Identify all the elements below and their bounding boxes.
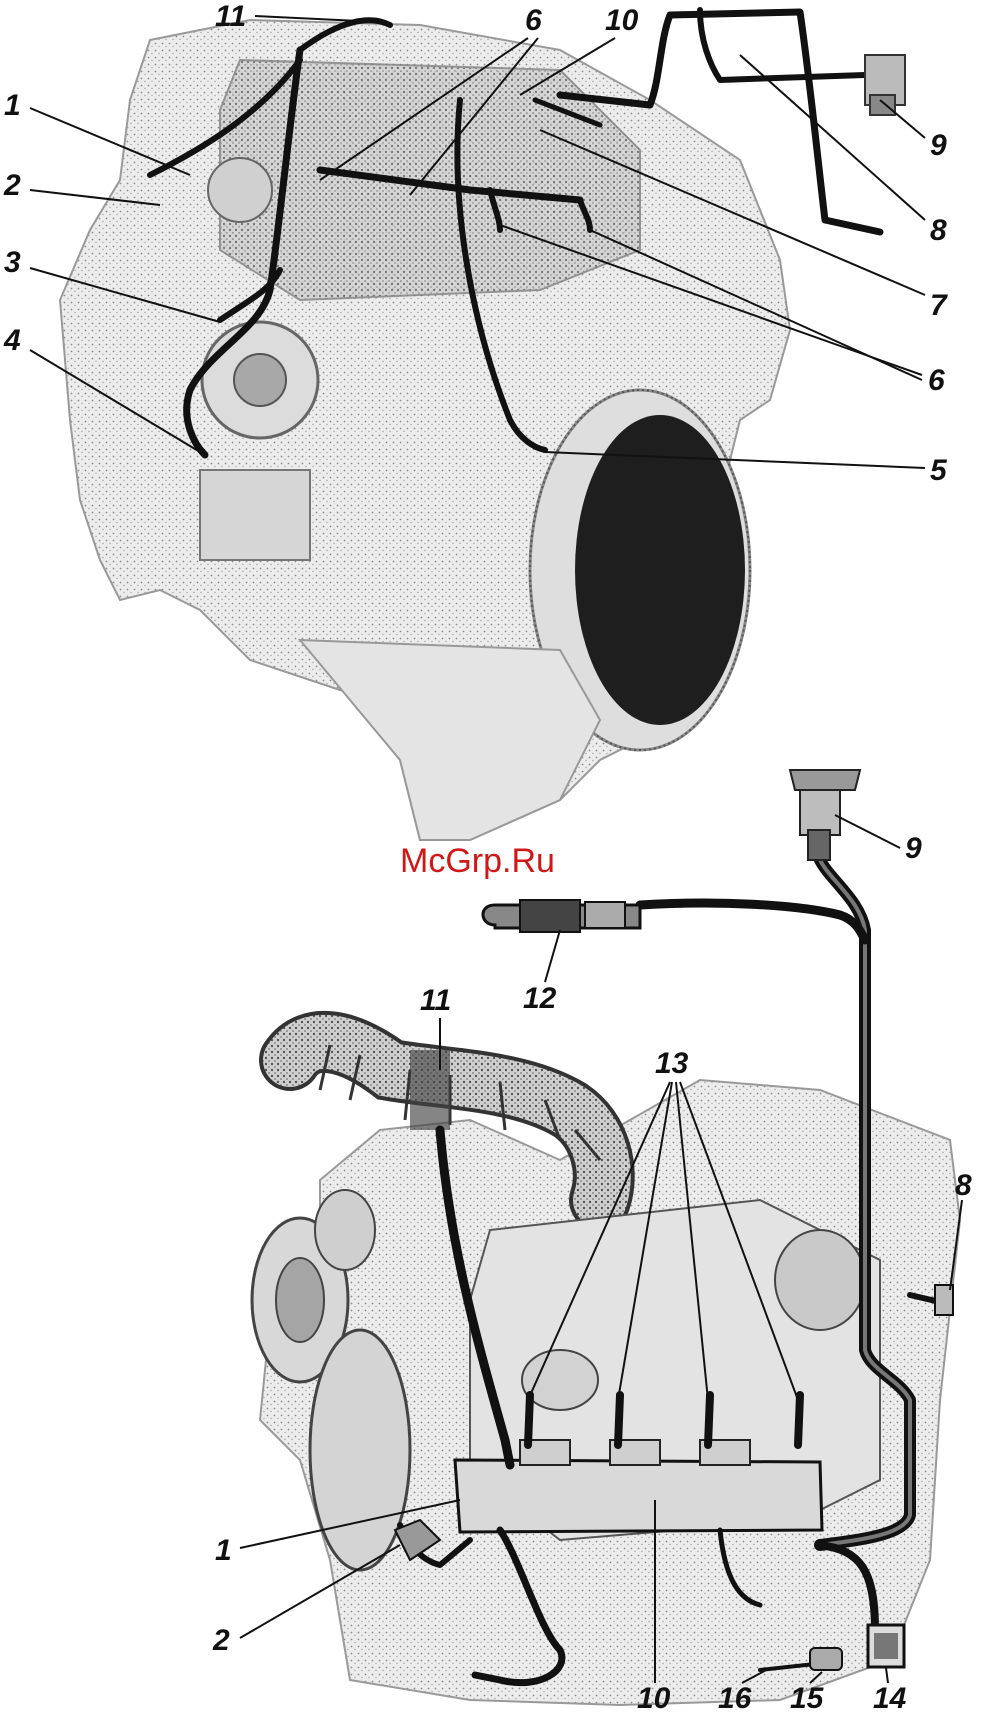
callout-top-9: 9 — [880, 100, 947, 162]
callout-label: 11 — [215, 0, 246, 33]
watermark-text: McGrp.Ru — [400, 842, 555, 880]
callout-label: 10 — [637, 1682, 671, 1713]
bracket-top — [200, 470, 310, 560]
callout-label: 7 — [930, 289, 948, 322]
callout-bottom-12: 12 — [523, 930, 560, 1015]
connector-14 — [868, 1625, 904, 1667]
callout-label: 5 — [930, 454, 948, 487]
callout-label: 1 — [215, 1534, 232, 1567]
callout-label: 3 — [4, 246, 21, 279]
callout-label: 16 — [718, 1682, 752, 1713]
callout-label: 14 — [873, 1682, 907, 1713]
callout-label: 4 — [3, 324, 21, 357]
bottom-engine-view — [252, 770, 960, 1705]
callout-label: 15 — [790, 1682, 825, 1713]
callout-label: 6 — [928, 364, 945, 397]
callout-label: 9 — [905, 832, 922, 865]
callout-top-8: 8 — [740, 55, 947, 247]
callout-label: 6 — [525, 4, 542, 37]
component-15 — [810, 1648, 842, 1670]
sensor-12-probe — [483, 900, 640, 932]
sensor-9-top — [865, 55, 905, 115]
top-engine-view — [60, 10, 905, 840]
callout-bottom-9: 9 — [835, 815, 922, 865]
callout-label: 1 — [4, 89, 21, 122]
callout-label: 10 — [605, 4, 639, 37]
callout-label: 2 — [212, 1624, 230, 1657]
callout-label: 8 — [955, 1169, 972, 1202]
callout-label: 9 — [930, 129, 947, 162]
oil-sump-top — [300, 640, 600, 840]
filter-top — [208, 158, 272, 222]
leader-line — [545, 930, 560, 982]
callout-label: 13 — [655, 1047, 689, 1080]
callout-label: 12 — [523, 982, 557, 1015]
callout-label: 8 — [930, 214, 947, 247]
leader-line — [886, 1668, 888, 1683]
leader-line — [835, 815, 900, 848]
callout-label: 2 — [3, 169, 21, 202]
callout-bottom-14: 14 — [873, 1668, 907, 1713]
sensor-9-bottom — [790, 770, 860, 860]
callout-label: 11 — [420, 984, 451, 1017]
